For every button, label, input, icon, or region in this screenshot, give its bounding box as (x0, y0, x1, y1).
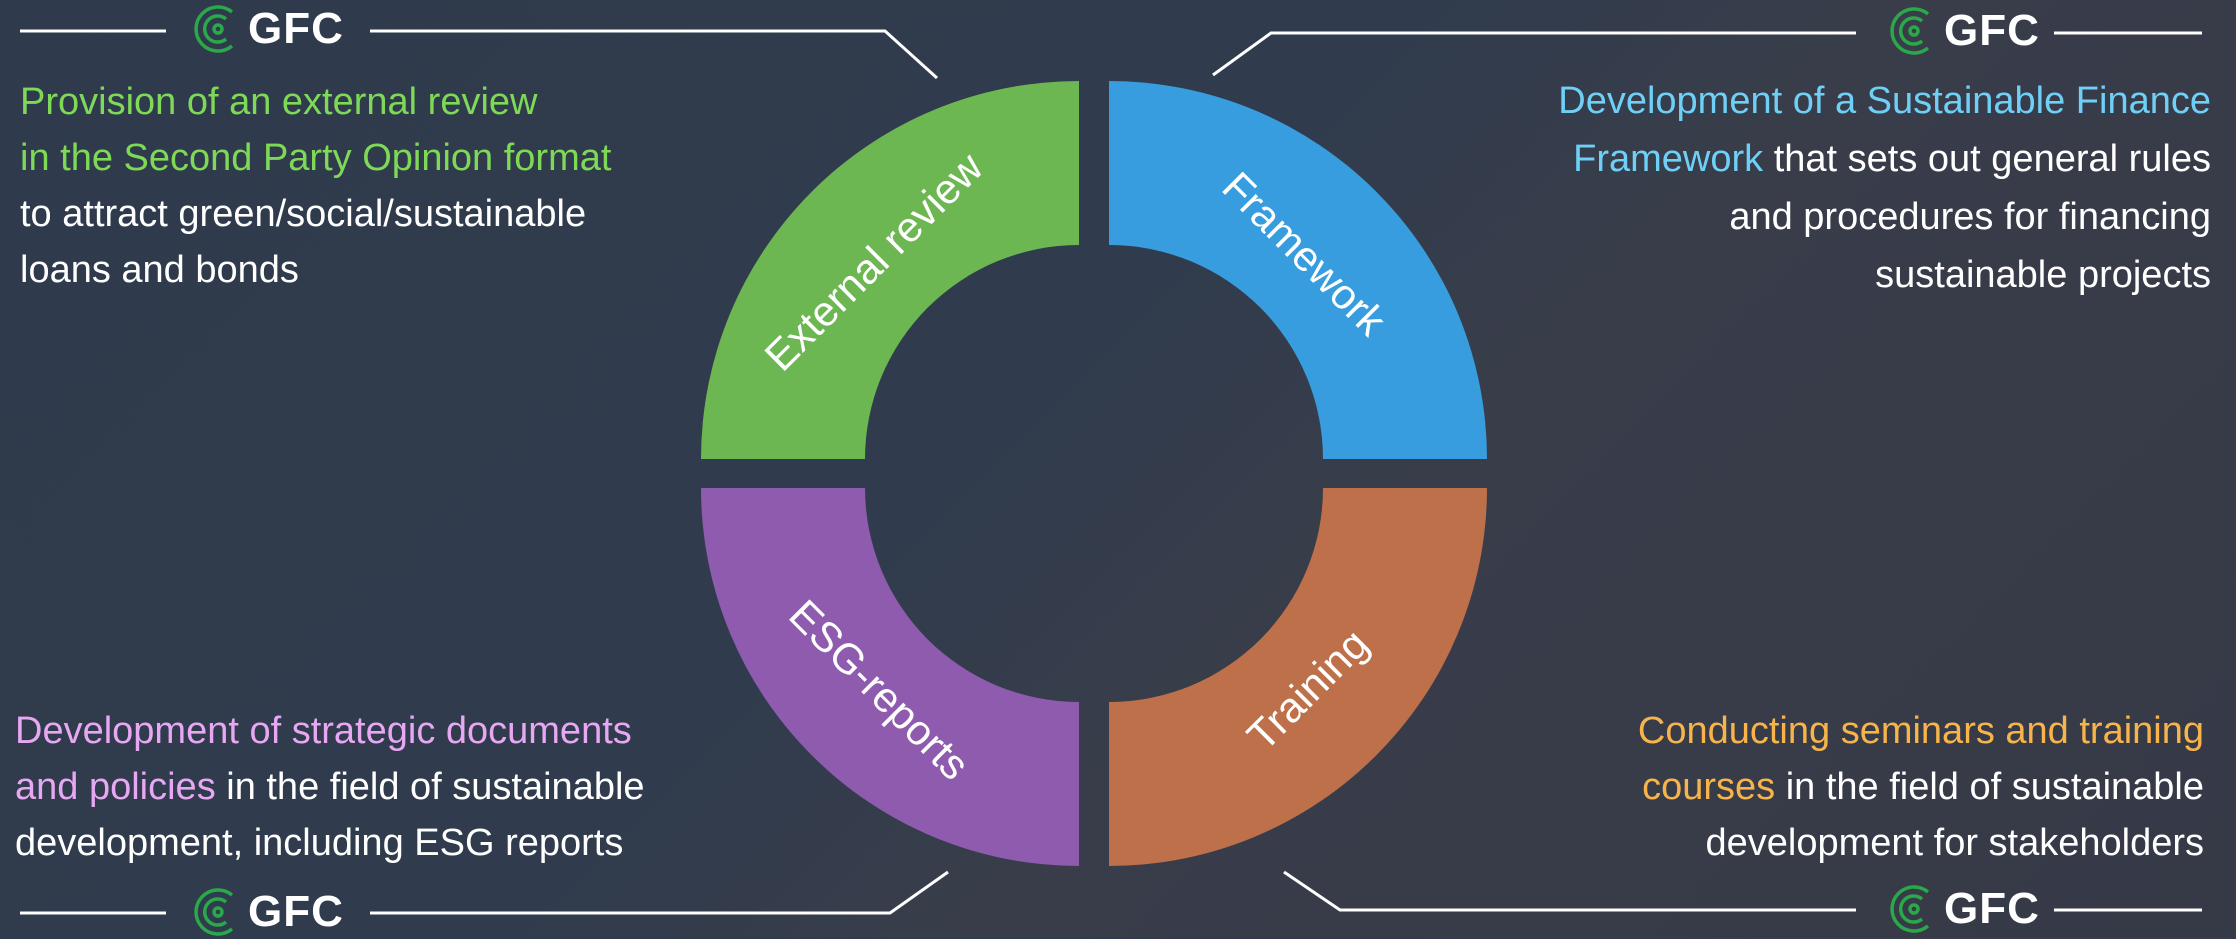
description-highlight: Conducting seminars and training (1637, 710, 2204, 752)
description-text: in the field of sustainable (215, 766, 645, 808)
description-line: and policies in the field of sustainable (15, 759, 645, 815)
logo-text: GFC (248, 887, 344, 936)
description-external-review: Provision of an external review in the S… (20, 74, 611, 298)
line-bottom-left-long (370, 870, 949, 915)
connector-lines (20, 29, 2202, 915)
description-text: sustainable projects (1875, 254, 2211, 296)
description-esg-reports: Development of strategic documents and p… (15, 703, 645, 871)
description-highlight: and policies (15, 766, 216, 808)
description-framework: Development of a Sustainable Finance Fra… (1558, 72, 2211, 304)
description-highlight: Provision of an external review (20, 81, 538, 123)
segment-external-review (701, 81, 1079, 459)
description-highlight: in the Second Party Opinion format (20, 137, 612, 179)
segment-esg-reports (701, 488, 1079, 866)
description-line: courses in the field of sustainable (1638, 759, 2204, 815)
description-text: in the field of sustainable (1775, 766, 2204, 808)
gfc-circular-logo-icon (1890, 885, 1930, 933)
description-text: that sets out general rules (1763, 138, 2211, 180)
description-text: to attract green/social/sustainable (20, 193, 587, 235)
line-top-left-long (370, 29, 939, 80)
logo-top-left: GFC (192, 2, 344, 56)
description-text: development for stakeholders (1705, 822, 2204, 864)
logo-text: GFC (1944, 6, 2040, 55)
description-text: development, including ESG reports (15, 822, 624, 864)
description-highlight: Development of strategic documents (15, 710, 632, 752)
logo-text: GFC (248, 4, 344, 53)
segment-framework (1109, 81, 1487, 459)
logo-text: GFC (1944, 884, 2040, 933)
description-highlight: Framework (1573, 138, 1764, 180)
gfc-circular-logo-icon (194, 888, 234, 936)
description-highlight: courses (1642, 766, 1776, 808)
logo-top-right: GFC (1888, 4, 2040, 58)
line-top-right-long (1212, 31, 1856, 77)
description-text: and procedures for financing (1729, 196, 2211, 238)
gfc-circular-logo-icon (194, 5, 234, 53)
gfc-circular-logo-icon (1890, 7, 1930, 55)
line-bottom-right-long (1283, 870, 1856, 912)
segment-training (1109, 488, 1487, 866)
logo-bottom-left: GFC (192, 885, 344, 939)
description-text: loans and bonds (20, 249, 299, 291)
logo-bottom-right: GFC (1888, 882, 2040, 936)
description-highlight: Development of a Sustainable Finance (1558, 80, 2211, 122)
description-line: Framework that sets out general rules (1558, 130, 2211, 188)
description-training: Conducting seminars and training courses… (1638, 703, 2204, 871)
